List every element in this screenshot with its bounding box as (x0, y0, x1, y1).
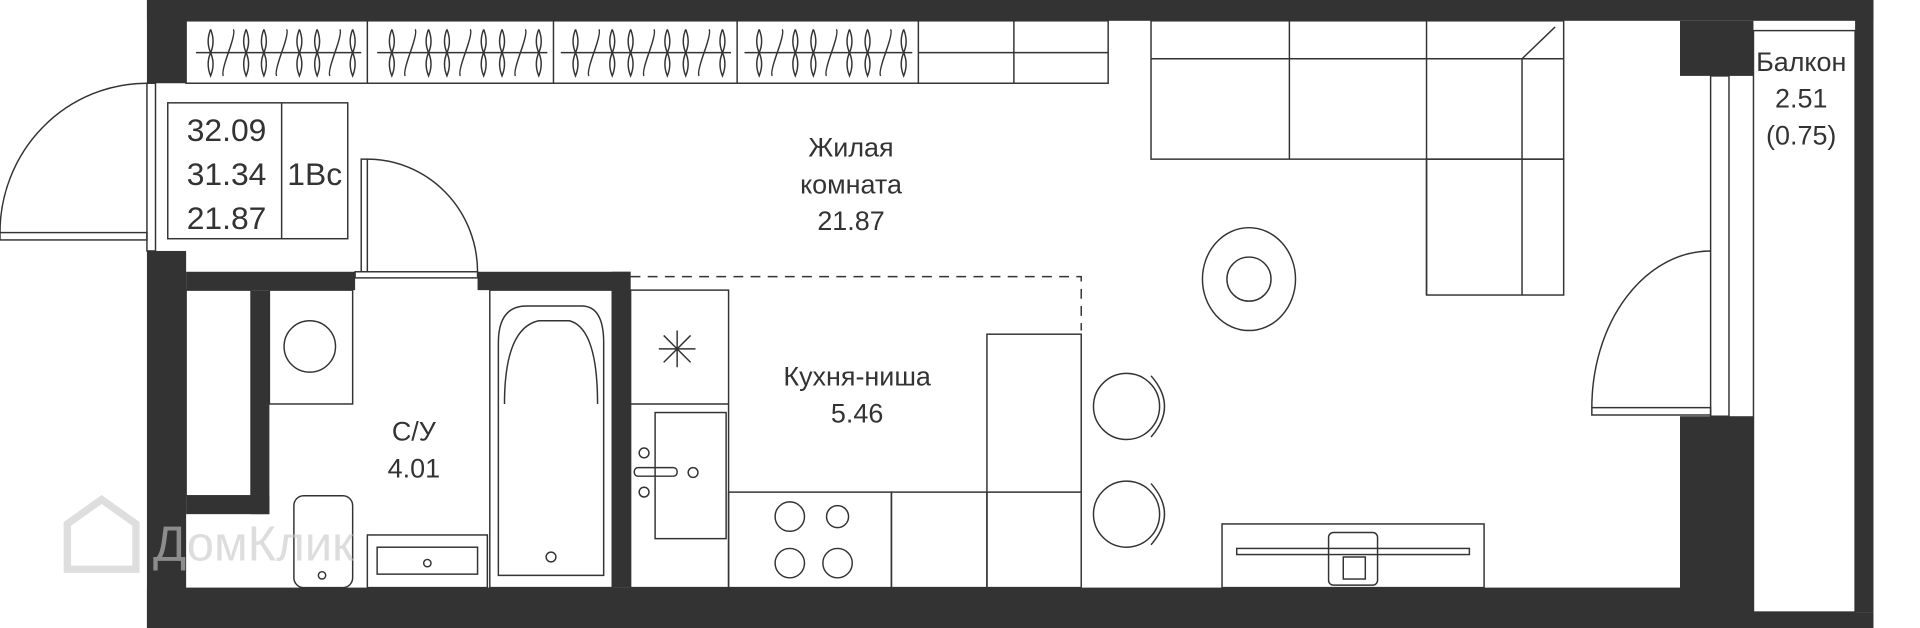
hanger-icon (425, 29, 432, 78)
area-without-balcony: 31.34 (187, 156, 267, 192)
total-area: 32.09 (187, 112, 267, 148)
hanger-icon (403, 28, 417, 77)
svg-text:ДомКлик: ДомКлик (153, 518, 354, 572)
hanger-icon (514, 28, 527, 77)
hanger-icon (719, 29, 726, 78)
wardrobe (185, 20, 1109, 84)
hanger-icon (349, 29, 356, 78)
info-box: 32.09 31.34 21.87 1Вс (167, 102, 349, 240)
hanger-icon (697, 28, 711, 77)
hanger-icon (328, 28, 342, 77)
entrance-door[interactable] (0, 82, 157, 252)
living-furniture (1150, 20, 1565, 589)
hanger-icon (388, 29, 396, 78)
balcony-label: Балкон (1756, 47, 1846, 77)
hanger-icon (756, 29, 763, 78)
hanger-icon (572, 29, 579, 78)
hanger-icon (535, 29, 542, 78)
hanger-icon (242, 29, 250, 78)
hanger-icon (609, 29, 616, 78)
walls (146, 0, 1874, 628)
hanger-icon (627, 29, 634, 78)
hanger-icon (792, 29, 799, 78)
living-room-label-2: комната (800, 169, 902, 199)
balcony-area: 2.51 (1775, 84, 1827, 114)
hanger-icon (846, 29, 853, 78)
hanger-icon (313, 29, 321, 78)
hanger-icon (771, 28, 784, 77)
living-room-area: 21.87 (817, 206, 884, 236)
hanger-icon (443, 29, 451, 78)
domclick-watermark: ДомКлик (63, 494, 354, 573)
house-logo-icon (63, 494, 140, 573)
bathroom-door[interactable] (354, 158, 479, 279)
hanger-icon (275, 28, 288, 77)
hanger-icon (810, 29, 817, 78)
bathroom-area: 4.01 (388, 453, 440, 483)
living-area: 21.87 (187, 200, 267, 236)
hanger-icon (825, 28, 838, 77)
bathroom-fixtures (185, 289, 613, 589)
hanger-icon (480, 29, 487, 78)
balcony-outline (1752, 29, 1856, 613)
kitchen-furniture (629, 275, 1166, 589)
balcony-reduced-area: (0.75) (1766, 120, 1836, 150)
kitchen-area: 5.46 (831, 398, 883, 428)
hanger-icon (260, 29, 268, 78)
living-room-label: Жилая (808, 133, 893, 163)
bathroom-label: С/У (392, 417, 437, 447)
hanger-icon (900, 29, 907, 78)
balcony-door[interactable] (1591, 75, 1730, 417)
kitchen-label: Кухня-ниша (783, 362, 931, 392)
hanger-icon (222, 28, 235, 77)
hanger-icon (498, 29, 506, 78)
hanger-icon (682, 29, 689, 78)
hanger-icon (587, 28, 601, 77)
hanger-icon (642, 28, 656, 77)
hanger-icon (296, 29, 303, 78)
hanger-icon (664, 29, 671, 78)
hanger-icon (459, 28, 472, 77)
hanger-icon (207, 29, 214, 78)
apartment-type: 1Вс (287, 156, 342, 192)
extractor-icon (658, 330, 696, 368)
hanger-icon (864, 29, 871, 78)
hanger-icon (879, 28, 892, 77)
